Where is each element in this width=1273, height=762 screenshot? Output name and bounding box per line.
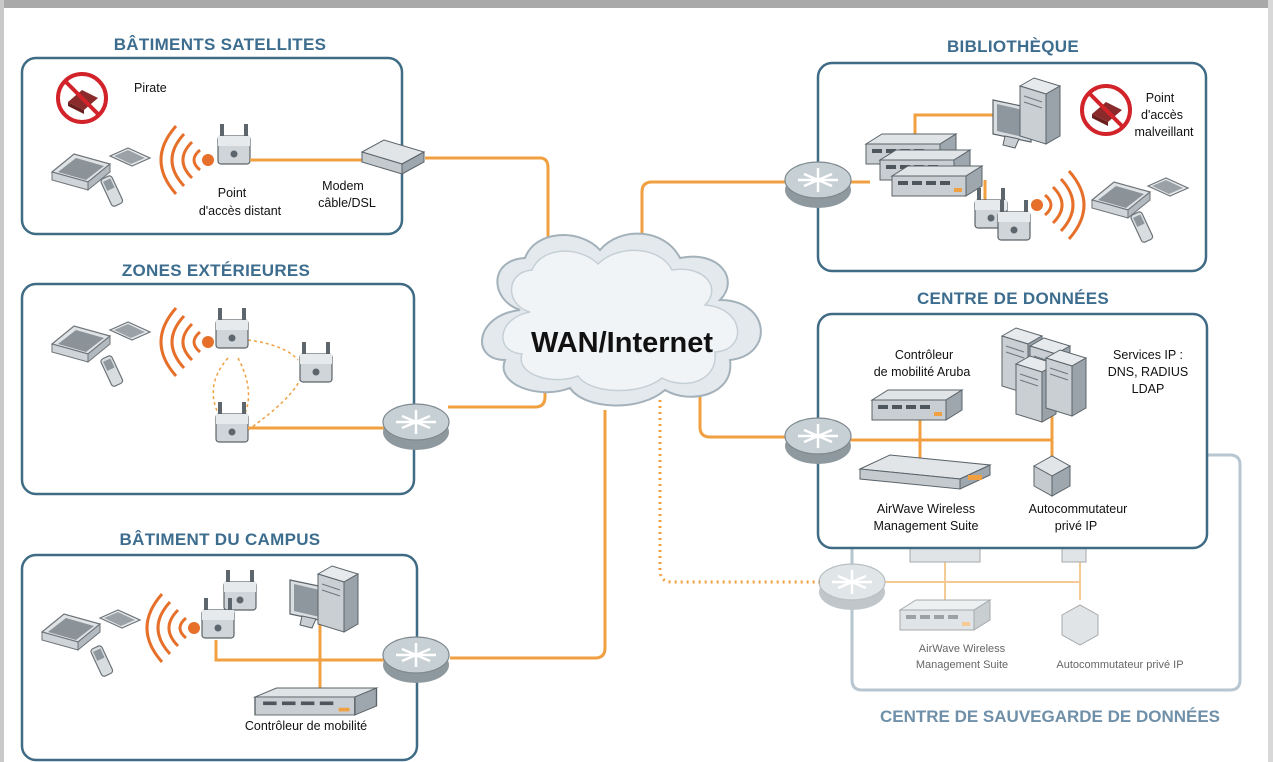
link-satellite xyxy=(425,156,550,282)
title-library: BIBLIOTHÈQUE xyxy=(947,37,1079,56)
label-airwave-1: AirWave Wireless xyxy=(877,502,975,516)
title-outdoor: ZONES EXTÉRIEURES xyxy=(122,261,310,280)
label-remote-ap-1: Point xyxy=(218,186,247,200)
label-airwave-2: Management Suite xyxy=(874,519,979,533)
modem-icon xyxy=(360,139,426,175)
title-backup: CENTRE DE SAUVEGARDE DE DONNÉES xyxy=(880,707,1220,726)
airwave-appliance-icon xyxy=(858,454,992,490)
link-outdoor xyxy=(448,385,547,409)
left-border xyxy=(0,0,4,762)
label-backup-pbx: Autocommutateur privé IP xyxy=(1056,659,1183,671)
pirate-no-sign-icon xyxy=(56,72,108,124)
right-border xyxy=(1268,0,1273,762)
title-datacenter: CENTRE DE DONNÉES xyxy=(917,289,1109,308)
top-border xyxy=(0,0,1273,8)
server-tower-icon xyxy=(1019,77,1061,145)
label-modem-1: Modem xyxy=(322,179,364,193)
label-rogue-ap-3: malveillant xyxy=(1134,125,1194,139)
ip-pbx-icon xyxy=(1032,455,1072,497)
label-modem-2: câble/DSL xyxy=(318,196,376,210)
rogue-no-sign-icon xyxy=(1080,84,1132,136)
router-icon xyxy=(381,635,451,685)
link-library xyxy=(640,180,790,272)
title-campus: BÂTIMENT DU CAMPUS xyxy=(120,530,321,549)
label-pirate: Pirate xyxy=(134,81,167,95)
label-services-3: LDAP xyxy=(1132,382,1165,396)
label-backup-airwave-1: AirWave Wireless xyxy=(919,643,1006,655)
label-rogue-ap-2: d'accès xyxy=(1141,108,1183,122)
label-aruba-1: Contrôleur xyxy=(895,348,953,362)
label-campus-controller: Contrôleur de mobilité xyxy=(245,719,367,733)
title-satellite: BÂTIMENTS SATELLITES xyxy=(114,35,327,54)
label-backup-airwave-2: Management Suite xyxy=(916,659,1008,671)
datacenter-devices xyxy=(783,327,1087,497)
link-datacenter xyxy=(698,378,790,439)
wan-links xyxy=(425,156,790,660)
campus-devices xyxy=(41,565,451,716)
label-rogue-ap-1: Point xyxy=(1146,91,1175,105)
aruba-controller-icon xyxy=(871,389,963,421)
label-services-2: DNS, RADIUS xyxy=(1108,365,1189,379)
outdoor-box xyxy=(20,282,416,496)
controller-switch-icon xyxy=(254,687,378,716)
outdoor-devices xyxy=(51,306,451,452)
label-aruba-2: de mobilité Aruba xyxy=(874,365,971,379)
router-icon xyxy=(783,160,853,210)
satellite-devices xyxy=(51,72,426,208)
label-services-1: Services IP : xyxy=(1113,348,1183,362)
server-tower-icon xyxy=(317,565,359,633)
router-icon xyxy=(381,402,451,452)
router-icon xyxy=(783,416,853,466)
label-pbx-1: Autocommutateur xyxy=(1029,502,1128,516)
cloud-label: WAN/Internet xyxy=(531,327,713,359)
label-pbx-2: privé IP xyxy=(1055,519,1097,533)
library-devices xyxy=(783,77,1189,244)
label-remote-ap-2: d'accès distant xyxy=(199,204,282,218)
link-campus xyxy=(450,410,607,660)
wan-cloud: WAN/Internet xyxy=(481,232,762,407)
